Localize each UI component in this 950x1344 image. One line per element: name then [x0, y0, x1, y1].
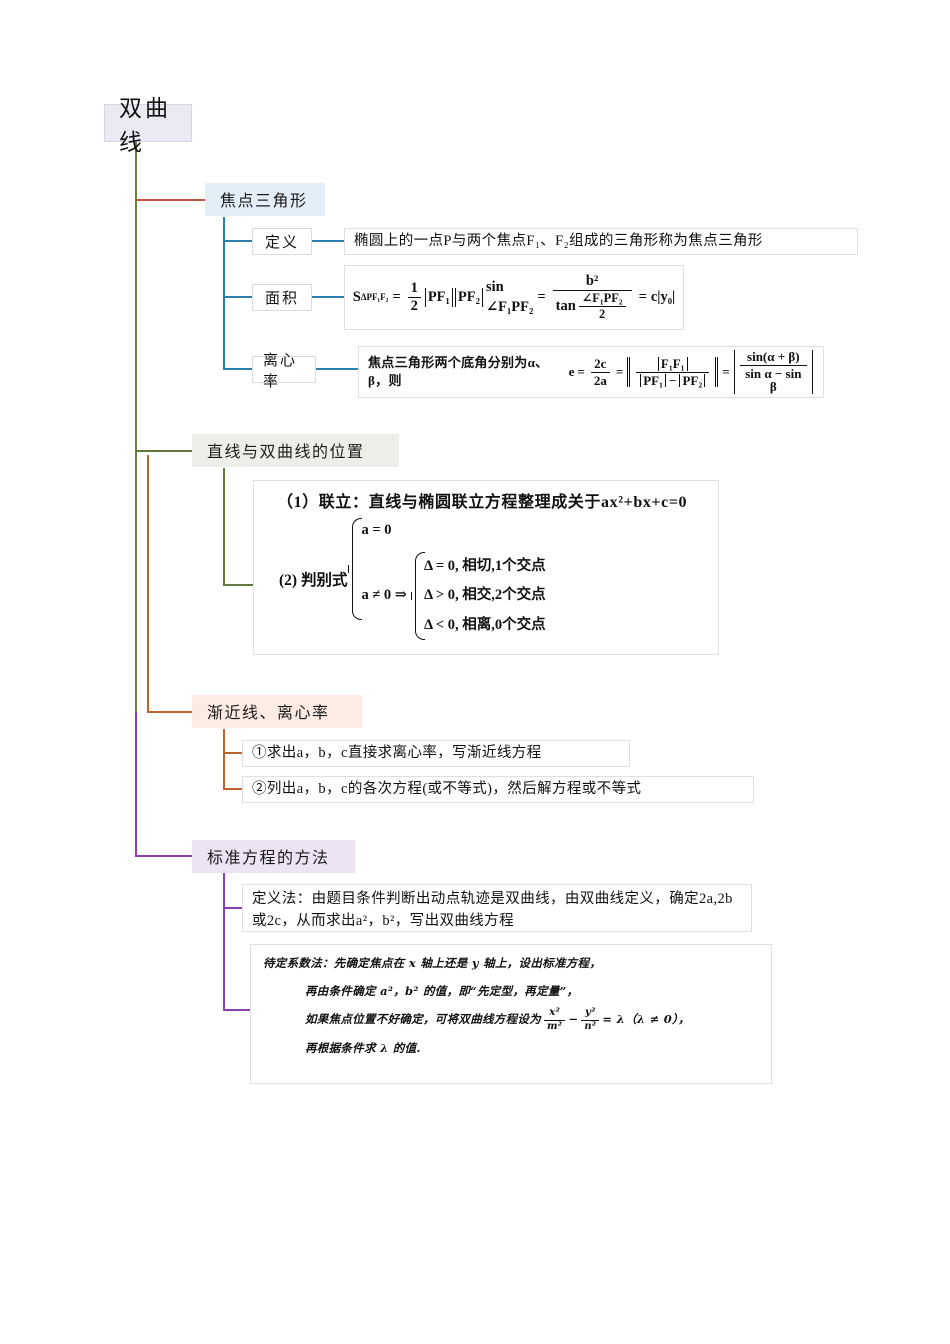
- undetermined-line-1: 待定系数法：先确定焦点在 x 轴上还是 y 轴上，设出标准方程，: [263, 956, 602, 970]
- f1f1-abs: F₁F₁: [657, 357, 688, 371]
- b-squared: b²: [552, 273, 632, 292]
- angle-f1pf2: ∠F₁PF₂: [578, 291, 626, 308]
- topic-label: 标准方程的方法: [207, 850, 330, 867]
- content-asymptote-item-2: ②列出a，b，c的各次方程(或不等式)，然后解方程或不等式: [242, 776, 754, 803]
- eccentricity-lead: 焦点三角形两个底角分别为α、β，则: [368, 355, 549, 388]
- case-intersect: Δ > 0, 相交,2个交点: [423, 587, 546, 604]
- area-lhs: S: [352, 288, 361, 305]
- b2-over-tan-fraction: b² tan ∠F₁PF₂ 2: [552, 273, 632, 321]
- pf1-abs: PF₁: [640, 373, 667, 388]
- case-a-equals-zero: a = 0: [361, 521, 392, 538]
- undetermined-text-block: 待定系数法：先确定焦点在 x 轴上还是 y 轴上，设出标准方程， 再由条件确定 …: [263, 949, 690, 1062]
- combine-equation-line: （1）联立：直线与椭圆联立方程整理成关于ax²+bx+c=0: [277, 494, 688, 511]
- y-squared: y²: [581, 1008, 600, 1021]
- mid-numerator: F₁F₁: [636, 357, 710, 373]
- discriminant-cases: (2) 判别式 a = 0 a ≠ 0 ⇒ Δ = 0, 相切,1个交点 Δ >…: [279, 516, 546, 648]
- content-line-position: （1）联立：直线与椭圆联立方程整理成关于ax²+bx+c=0 (2) 判别式 a…: [253, 480, 719, 655]
- mid-abs-group: F₁F₁ PF₁ − PF₂: [627, 357, 719, 388]
- right-abs-group: sin(α + β) sin α − sin β: [733, 350, 813, 395]
- undetermined-line-2: 再由条件确定 a²，b² 的值，即“先定型，再定量”，: [305, 984, 579, 999]
- topic-label: 渐近线、离心率: [207, 705, 330, 722]
- e-denominator: 2a: [593, 372, 607, 388]
- subnode-label-text: 离心率: [263, 352, 298, 390]
- case-tangent: Δ = 0, 相切,1个交点: [423, 557, 546, 574]
- discriminant-label: (2) 判别式: [279, 571, 348, 589]
- e-numerator: 2c: [590, 357, 610, 373]
- sin-angle-term: sin ∠F₁PF₂: [485, 278, 534, 315]
- mid-fraction: F₁F₁ PF₁ − PF₂: [636, 357, 710, 388]
- topic-node-focal-triangle[interactable]: 焦点三角形: [205, 183, 325, 216]
- half-angle-fraction: ∠F₁PF₂ 2: [578, 291, 626, 322]
- pf2-abs: PF₂: [454, 287, 483, 308]
- n-squared: n²: [584, 1020, 597, 1032]
- root-label: 双曲线: [119, 96, 171, 155]
- subnode-label-text: 面积: [264, 291, 299, 307]
- content-eccentricity-formula: 焦点三角形两个底角分别为α、β，则 e = 2c 2a = F₁F₁ PF₁ −…: [358, 346, 824, 398]
- content-definition-text: 椭圆上的一点P与两个焦点F₁、F₂组成的三角形称为焦点三角形: [354, 232, 763, 249]
- content-definition-method: 定义法：由题目条件判断出动点轨迹是双曲线，由双曲线定义，确定2a,2b或2c，从…: [242, 884, 752, 932]
- root-node[interactable]: 双曲线: [104, 96, 192, 155]
- subnode-label-text: 定义: [264, 235, 299, 251]
- pf1-abs: PF₁: [424, 287, 453, 308]
- eccentricity-formula: 焦点三角形两个底角分别为α、β，则 e = 2c 2a = F₁F₁ PF₁ −…: [368, 350, 814, 394]
- sin-fraction: sin(α + β) sin α − sin β: [739, 350, 807, 395]
- m-squared: m²: [547, 1020, 563, 1032]
- undetermined-line-4: 再根据条件求 λ 的值.: [305, 1040, 421, 1055]
- asymptote-item-text: ①求出a，b，c直接求离心率，写渐近线方程: [252, 744, 542, 761]
- inner-cases: Δ = 0, 相切,1个交点 Δ > 0, 相交,2个交点 Δ < 0, 相离,…: [424, 552, 546, 641]
- half-denominator: 2: [410, 298, 418, 314]
- angle-divisor: 2: [599, 307, 606, 322]
- undetermined-line-3-post: = λ（λ ≠ 0），: [602, 1012, 690, 1027]
- subnode-label-definition[interactable]: 定义: [252, 228, 312, 255]
- asymptote-item-text: ②列出a，b，c的各次方程(或不等式)，然后解方程或不等式: [252, 780, 642, 797]
- topic-label: 焦点三角形: [220, 193, 308, 210]
- outer-brace-icon: [348, 516, 363, 622]
- outer-cases: a = 0 a ≠ 0 ⇒ Δ = 0, 相切,1个交点 Δ > 0, 相交,2…: [361, 516, 546, 648]
- case-condition: a ≠ 0 ⇒: [361, 587, 407, 604]
- sin-numerator: sin(α + β): [739, 350, 807, 366]
- tan-half-angle: tan ∠F₁PF₂ 2: [553, 291, 632, 321]
- content-asymptote-item-1: ①求出a，b，c直接求离心率，写渐近线方程: [242, 740, 630, 767]
- sin-denominator: sin α − sin β: [745, 365, 802, 395]
- subnode-label-eccentricity[interactable]: 离心率: [252, 353, 316, 390]
- undetermined-line-3-pre: 如果焦点位置不好确定，可将双曲线方程设为: [305, 1012, 541, 1027]
- area-result: c|y₀|: [650, 288, 676, 305]
- area-lhs-sub: ΔPF₁F₂: [360, 292, 389, 303]
- topic-label: 直线与双曲线的位置: [207, 444, 365, 461]
- topic-node-asymptote-eccentricity[interactable]: 渐近线、离心率: [192, 695, 362, 728]
- case-a-not-zero: a ≠ 0 ⇒ Δ = 0, 相切,1个交点 Δ > 0, 相交,2个交点 Δ …: [361, 545, 546, 647]
- e-symbol: e: [568, 364, 575, 380]
- mid-denominator: PF₁ − PF₂: [636, 373, 709, 388]
- content-definition: 椭圆上的一点P与两个焦点F₁、F₂组成的三角形称为焦点三角形: [344, 228, 858, 255]
- pf2-abs: PF₂: [679, 373, 706, 388]
- inner-brace-icon: [410, 550, 425, 642]
- case-separate: Δ < 0, 相离,0个交点: [423, 616, 546, 633]
- topic-node-standard-equation-method[interactable]: 标准方程的方法: [192, 840, 355, 873]
- tan-label: tan: [555, 298, 576, 314]
- definition-method-text: 定义法：由题目条件判断出动点轨迹是双曲线，由双曲线定义，确定2a,2b或2c，从…: [252, 891, 733, 929]
- e-fraction: 2c 2a: [590, 357, 610, 388]
- subnode-label-area[interactable]: 面积: [252, 284, 312, 311]
- content-undetermined-coefficients: 待定系数法：先确定焦点在 x 轴上还是 y 轴上，设出标准方程， 再由条件确定 …: [250, 944, 772, 1084]
- half-numerator: 1: [407, 280, 421, 298]
- topic-node-line-hyperbola-position[interactable]: 直线与双曲线的位置: [192, 434, 399, 467]
- x-squared: x²: [544, 1008, 566, 1021]
- minus-sign: −: [568, 1012, 579, 1027]
- one-half-fraction: 1 2: [407, 280, 421, 314]
